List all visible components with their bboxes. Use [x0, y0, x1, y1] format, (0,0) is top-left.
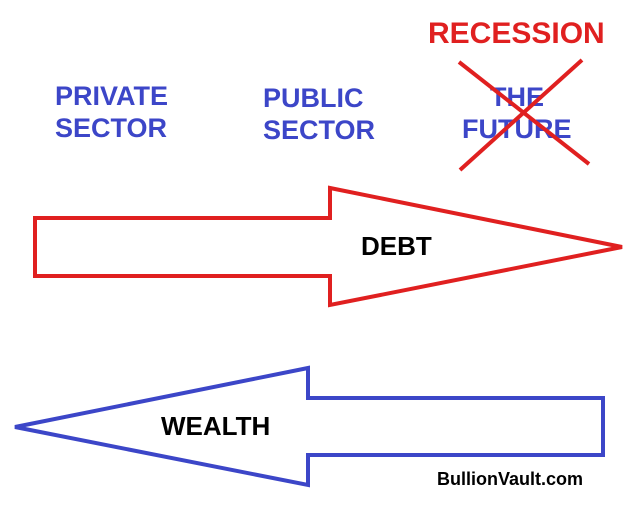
watermark-text: BullionVault.com [437, 469, 584, 489]
private-sector-line2: SECTOR [55, 113, 168, 143]
public-sector-line2: SECTOR [263, 115, 376, 145]
wealth-label: WEALTH [161, 411, 271, 441]
debt-label: DEBT [361, 231, 432, 261]
cross-line-b [458, 58, 584, 172]
wealth-arrow [14, 365, 605, 488]
public-sector-label: PUBLIC SECTOR [263, 82, 375, 146]
debt-arrow [33, 185, 623, 308]
private-sector-line1: PRIVATE [55, 81, 169, 111]
recession-label: RECESSION [428, 17, 605, 50]
private-sector-label: PRIVATE SECTOR [55, 80, 168, 144]
public-sector-line1: PUBLIC [263, 83, 364, 113]
